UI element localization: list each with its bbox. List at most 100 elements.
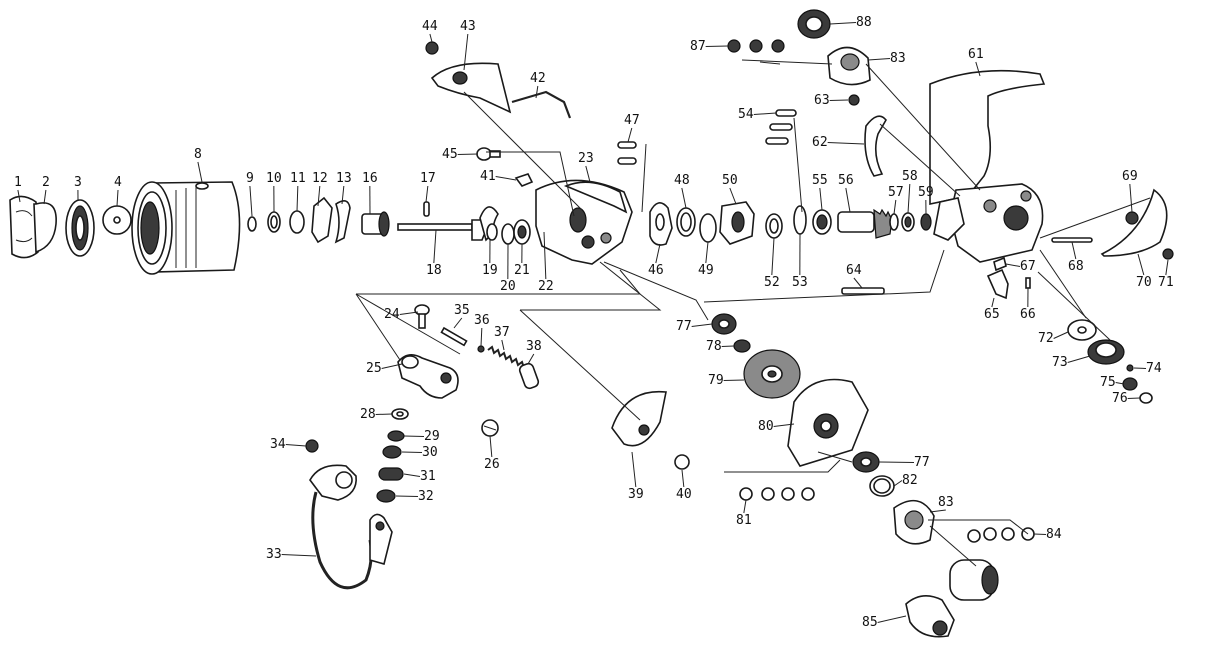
part-20-washer-icon (501, 223, 515, 245)
leader-line-45 (457, 153, 479, 155)
leader-line-81 (743, 499, 747, 514)
part-79-drive-gear-icon (743, 349, 801, 399)
callout-label-40: 40 (676, 487, 692, 502)
callout-label-49: 49 (698, 263, 714, 278)
part-12-clip-icon (311, 196, 333, 244)
leader-line-12 (317, 185, 321, 207)
part-77-bearing-icon (711, 313, 880, 473)
callout-label-13: 13 (336, 171, 352, 186)
callout-label-58: 58 (902, 169, 918, 184)
callout-label-19: 19 (482, 263, 498, 278)
callout-label-79: 79 (708, 373, 724, 388)
leader-line-72 (1053, 331, 1069, 339)
leader-line-62 (827, 142, 865, 145)
part-40-screw-icon (674, 454, 690, 470)
callout-label-29: 29 (424, 429, 440, 444)
part-36-pin-icon (477, 345, 485, 353)
callout-label-53: 53 (792, 275, 808, 290)
part-10-washer-icon (267, 211, 281, 233)
leader-line-64 (853, 277, 863, 289)
leader-line-40 (681, 469, 685, 488)
callout-label-46: 46 (648, 263, 664, 278)
part-46-plate-icon (649, 202, 673, 246)
leader-line-70 (1137, 253, 1145, 276)
leader-line-54 (753, 112, 777, 115)
leader-line-46 (655, 243, 661, 264)
part-81-screw-icon (739, 487, 815, 501)
part-8-spool-icon (131, 181, 241, 275)
leader-line-41 (495, 176, 517, 181)
leader-line-75 (1115, 382, 1125, 385)
leader-line-65 (991, 297, 995, 308)
leader-line-9 (249, 185, 253, 217)
leader-line-88 (829, 22, 857, 25)
leader-line-26 (489, 435, 493, 458)
leader-line-87 (705, 45, 729, 47)
callout-label-68: 68 (1068, 259, 1084, 274)
callout-label-26: 26 (484, 457, 500, 472)
part-2-spring-icon (33, 202, 57, 254)
leader-line-37 (501, 339, 505, 351)
callout-label-76: 76 (1112, 391, 1128, 406)
part-37-spring-icon (487, 345, 525, 369)
callout-label-63: 63 (814, 93, 830, 108)
leader-line-55 (819, 187, 823, 211)
part-3-knob-icon (65, 199, 95, 257)
part-68-pin-icon (1051, 237, 1093, 243)
callout-label-24: 24 (384, 307, 400, 322)
part-52-collar-icon (765, 213, 783, 239)
callout-label-82: 82 (902, 473, 918, 488)
parts-layer (9, 9, 1174, 638)
callout-label-22: 22 (538, 279, 554, 294)
callout-label-70: 70 (1136, 275, 1152, 290)
part-33-bail-wire-icon (309, 464, 393, 590)
callout-label-44: 44 (422, 19, 438, 34)
callout-label-73: 73 (1052, 355, 1068, 370)
part-31-roller-icon (378, 467, 404, 481)
callout-label-85: 85 (862, 615, 878, 630)
leader-line-85 (877, 615, 907, 623)
leader-line-69 (1129, 183, 1133, 213)
leader-line-83 (867, 58, 891, 61)
leader-line-11 (296, 185, 299, 212)
leader-line-13 (341, 185, 345, 205)
callout-label-41: 41 (480, 169, 496, 184)
leader-line-82 (893, 480, 903, 487)
part-66-pin-icon (1025, 277, 1031, 289)
callout-label-61: 61 (968, 47, 984, 62)
leader-line-24 (399, 311, 419, 315)
callout-label-16: 16 (362, 171, 378, 186)
leader-line-30 (401, 451, 423, 453)
part-58-bearing-icon (901, 212, 915, 232)
leader-line-44 (429, 33, 433, 43)
callout-label-33: 33 (266, 547, 282, 562)
leader-line-68 (1071, 241, 1077, 260)
part-16-bushing-icon (361, 211, 390, 237)
callout-label-55: 55 (812, 173, 828, 188)
callout-label-78: 78 (706, 339, 722, 354)
part-80-side-plate-icon (787, 378, 869, 467)
part-72-washer-icon (1067, 319, 1097, 341)
leader-line-49 (705, 241, 709, 264)
part-19-clip-icon (479, 206, 499, 242)
callout-label-28: 28 (360, 407, 376, 422)
callout-label-57: 57 (888, 185, 904, 200)
part-87-screw-icon (727, 39, 785, 53)
part-54-screw-icon (765, 109, 797, 145)
part-30-collar-icon (382, 445, 402, 459)
part-88-bearing-icon (797, 9, 831, 39)
callout-label-83: 83 (890, 51, 906, 66)
part-64-pin-icon (841, 287, 885, 295)
part-74-pin-icon (1126, 364, 1134, 372)
callout-label-66: 66 (1020, 307, 1036, 322)
part-61-body-icon (929, 69, 1046, 263)
part-17-pin-icon (423, 201, 430, 217)
leader-line-25 (381, 363, 403, 369)
leader-line-2 (43, 189, 47, 205)
leader-line-79 (723, 379, 745, 381)
callout-label-9: 9 (246, 171, 254, 186)
callout-label-69: 69 (1122, 169, 1138, 184)
callout-label-11: 11 (290, 171, 306, 186)
leader-line-4 (116, 189, 119, 207)
